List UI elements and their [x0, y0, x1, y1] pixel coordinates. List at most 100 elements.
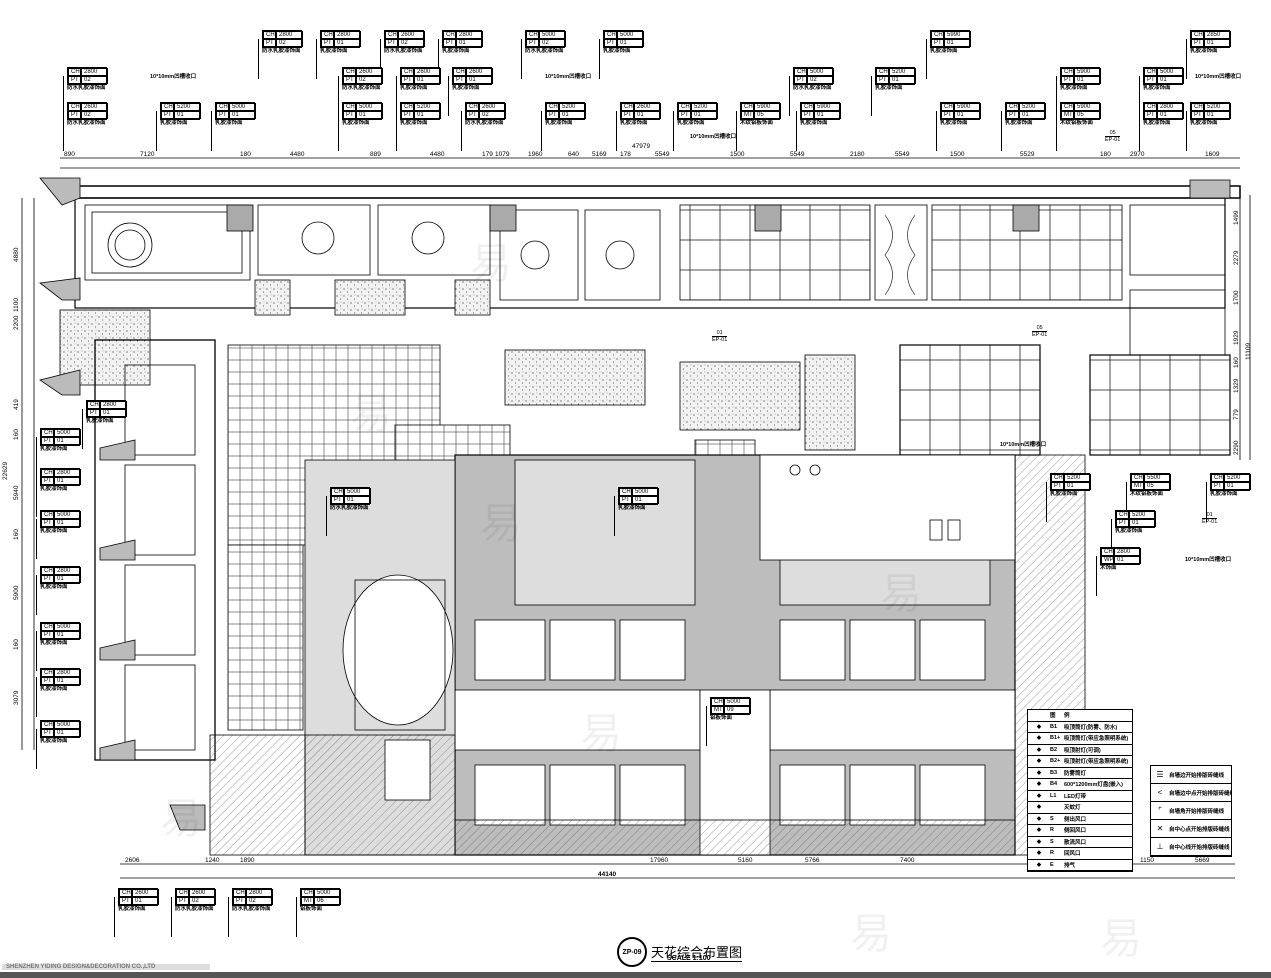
- material-key: PT: [68, 111, 81, 119]
- legend-code: B1+: [1050, 735, 1061, 742]
- watermark-glyph: 易: [880, 569, 923, 618]
- dimension-top: 1500: [950, 151, 965, 158]
- dimension-bottom: 5766: [805, 857, 820, 864]
- legend2-description: 自墙角开始排版砖缝线: [1169, 808, 1225, 815]
- ceiling-height-value: 2600: [414, 68, 441, 76]
- material-key: PT: [876, 76, 889, 84]
- ch-key: CH: [119, 889, 132, 897]
- dimension-top: 2180: [850, 151, 865, 158]
- material-code: 01: [954, 111, 981, 119]
- legend-code: B4: [1050, 781, 1058, 788]
- material-label: 乳胶漆饰面: [40, 584, 68, 590]
- ceiling-height-value: 2800: [246, 889, 273, 897]
- ceiling-height-value: 5000: [229, 103, 256, 111]
- ch-key: CH: [87, 401, 100, 409]
- ceiling-height-value: 5200: [691, 103, 718, 111]
- ch-key: CH: [41, 669, 54, 677]
- dimension-left-total: 22629: [2, 461, 9, 480]
- legend-description: 吸顶射灯(带应急照明系统): [1064, 759, 1129, 766]
- leader-line: [63, 76, 64, 116]
- ch-key: CH: [161, 103, 174, 111]
- tile-start-icon: ⌜: [1158, 806, 1162, 815]
- material-label: 防水乳胶漆饰面: [793, 85, 832, 91]
- material-code: 02: [807, 76, 834, 84]
- dimension-bottom: 1890: [240, 857, 255, 864]
- ch-key: CH: [931, 31, 944, 39]
- dimension-right: 2290: [1233, 440, 1240, 455]
- material-code: 01: [1114, 556, 1141, 564]
- leader-line: [1056, 111, 1057, 151]
- leader-line: [1056, 76, 1057, 116]
- dimension-left: 1100: [13, 298, 20, 312]
- material-key: PT: [619, 496, 632, 504]
- leader-line: [438, 39, 439, 79]
- ch-key: CH: [301, 889, 314, 897]
- dimension-right: 1329: [1233, 378, 1240, 393]
- material-label: 乳胶漆饰面: [1210, 491, 1238, 497]
- material-label: 乳胶漆饰面: [545, 120, 573, 126]
- material-label: 乳胶漆饰面: [940, 120, 968, 126]
- material-label: 防水乳胶漆饰面: [67, 85, 106, 91]
- legend-description: 600*1200mm灯盘(嵌入): [1064, 782, 1123, 789]
- dimension-top: 4480: [430, 151, 445, 158]
- material-label: 乳胶漆饰面: [1005, 120, 1033, 126]
- ceiling-height-value: 5000: [356, 103, 383, 111]
- groove-note: 10*10mm凹槽收口: [690, 134, 737, 140]
- material-code: 01: [814, 111, 841, 119]
- leader-line: [871, 76, 872, 116]
- ceiling-height-value: 5000: [54, 721, 81, 729]
- material-key: MT: [1061, 111, 1074, 119]
- material-key: PT: [216, 111, 229, 119]
- watermark-glyph: 易: [580, 709, 623, 758]
- dimension-top: 180: [240, 151, 251, 158]
- material-code: 02: [81, 76, 108, 84]
- leader-line: [1111, 519, 1112, 559]
- ch-key: CH: [41, 469, 54, 477]
- material-code: 01: [54, 729, 81, 737]
- ch-key: CH: [401, 103, 414, 111]
- section-sheet: EP-01: [1105, 137, 1121, 143]
- material-code: 01: [1019, 111, 1046, 119]
- material-code: 01: [1129, 519, 1156, 527]
- material-label: 乳胶漆饰面: [160, 120, 188, 126]
- leader-line: [338, 111, 339, 151]
- ceiling-height-value: 2600: [189, 889, 216, 897]
- section-number: 01: [712, 330, 728, 337]
- ceiling-height-value: 5000: [344, 488, 371, 496]
- material-label: 防水乳胶漆饰面: [232, 906, 271, 912]
- legend-description: 防雾筒灯: [1064, 770, 1087, 777]
- leader-line: [156, 111, 157, 151]
- ch-key: CH: [41, 721, 54, 729]
- material-code: 05: [1144, 482, 1171, 490]
- ceiling-height-value: 5000: [54, 429, 81, 437]
- ch-key: CH: [1191, 103, 1204, 111]
- material-code: 01: [54, 437, 81, 445]
- material-code: 01: [617, 39, 644, 47]
- ceiling-height-value: 2600: [479, 103, 506, 111]
- material-label: 乳胶漆饰面: [40, 738, 68, 744]
- dimension-left: 419: [13, 399, 20, 410]
- watermark-glyph: 易: [480, 499, 523, 548]
- dimension-right: 160: [1233, 357, 1240, 368]
